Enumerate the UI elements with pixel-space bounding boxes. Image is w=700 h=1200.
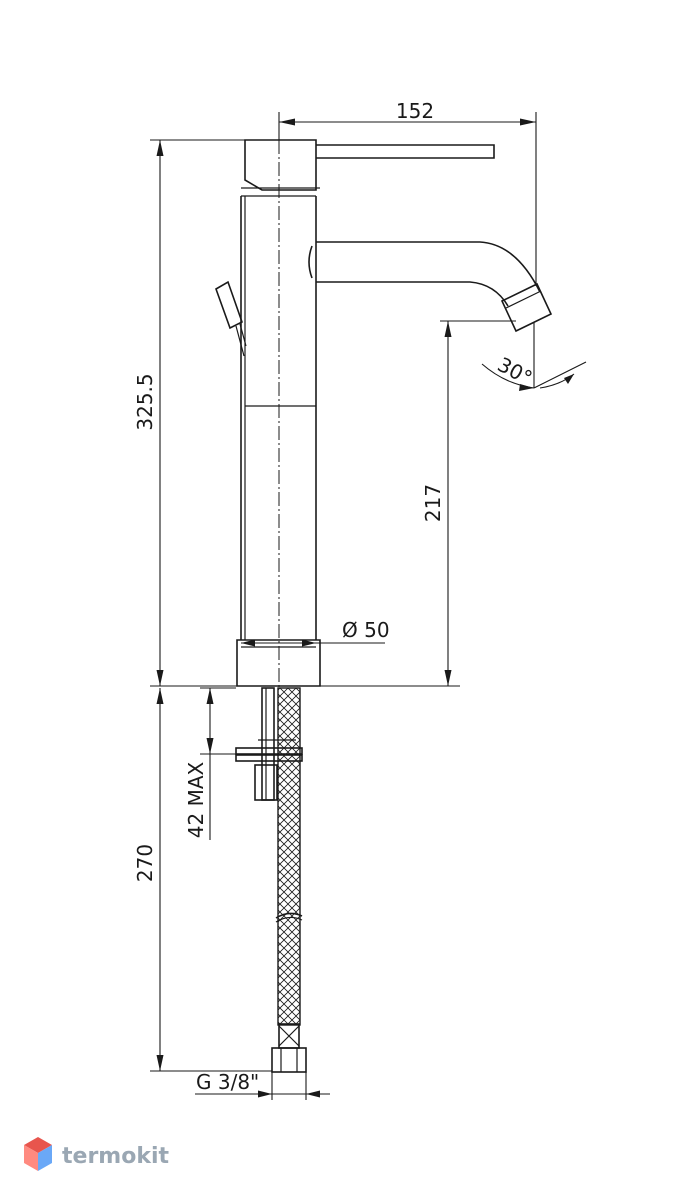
brand-name: termokit bbox=[62, 1144, 169, 1169]
pop-up-rod bbox=[215, 280, 247, 357]
dimension-thread: G 3/8" bbox=[195, 1070, 330, 1100]
dimension-hose-length-label: 270 bbox=[133, 844, 157, 882]
spout bbox=[308, 241, 553, 333]
dimension-diameter-label: Ø 50 bbox=[342, 618, 390, 642]
flexible-hose bbox=[271, 687, 307, 1073]
dimension-deck-thickness: 42 MAX bbox=[184, 687, 236, 840]
faucet-body bbox=[236, 139, 495, 687]
dimension-angle: 30° bbox=[481, 322, 587, 391]
dimension-total-height: 325.5 bbox=[133, 139, 245, 687]
dimension-deck-thickness-label: 42 MAX bbox=[184, 761, 208, 838]
dimension-hose-length: 270 bbox=[133, 688, 272, 1072]
dimension-angle-label: 30° bbox=[494, 352, 537, 390]
dimension-spout-height-label: 217 bbox=[421, 484, 445, 522]
dimension-diameter: Ø 50 bbox=[241, 618, 390, 647]
cube-icon bbox=[24, 1137, 52, 1171]
dimension-spout-height: 217 bbox=[320, 320, 516, 687]
mounting-stud bbox=[235, 687, 303, 801]
dimension-total-height-label: 325.5 bbox=[133, 373, 157, 430]
brand-logo: termokit bbox=[24, 1137, 169, 1171]
dimension-thread-label: G 3/8" bbox=[196, 1070, 259, 1094]
dimension-reach: 152 bbox=[278, 99, 537, 286]
dimension-reach-label: 152 bbox=[396, 99, 434, 123]
